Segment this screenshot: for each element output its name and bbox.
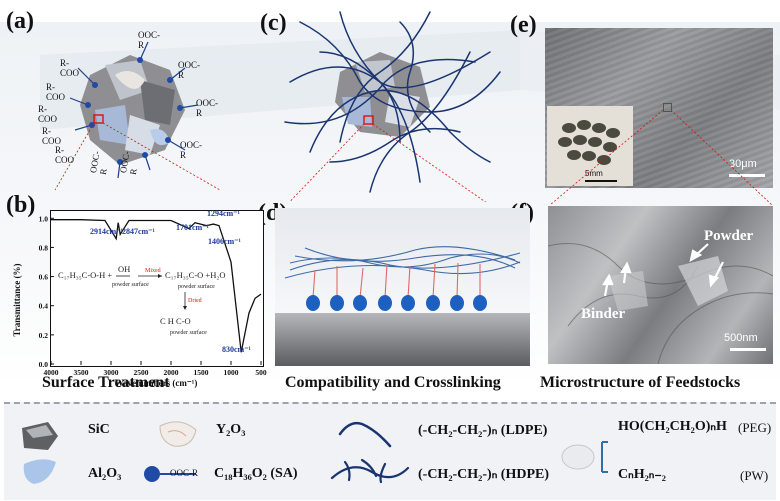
scale-bar-e [729,174,765,177]
reaction-product: C H C-O [160,316,191,326]
sa-icon [144,466,196,482]
group-label: OOC-R [178,60,200,80]
legend-sa-tag: OOC-R [170,468,199,478]
group-label: OOC-R [118,150,139,176]
reaction-surface: powder surface [112,281,149,288]
y2o3-icon [159,421,197,447]
scale-label-f: 500nm [724,332,758,344]
panel-d-interface [275,208,530,366]
zoom-box-e [663,103,672,112]
legend-ldpe: (-CH₂-CH₂-)ₙ (LDPE) [418,423,548,438]
x-tick-label: 1500 [194,368,209,377]
y-tick-label: 0.2 [39,331,49,340]
arrow-mixed-label: Mixed [145,268,161,274]
reaction-left: C₁₇H₃₅C-O-H + [58,270,112,280]
x-tick-label: 2000 [164,368,179,377]
caption-micro: Microstructure of Feedstocks [540,374,741,391]
scale-bar-f [730,348,766,351]
panel-c-network [284,11,501,202]
legend-pw: CₙH₂ₙ₋₂ [618,467,666,482]
peak-label: 1406cm⁻¹ [208,237,241,246]
ldpe-icon [338,421,392,448]
reaction-surface: powder surface [170,329,207,336]
group-label: R-COO [38,104,58,124]
legend-peg-tag: (PEG) [738,420,772,435]
legend-sa: C₁₈H₃₆O₂ (SA) [214,466,298,481]
arrow-dried-label: Dried [188,298,202,304]
legend-hdpe: (-CH₂-CH₂-)ₙ (HDPE) [418,467,549,482]
label-binder: Binder [581,306,626,322]
panel-label-c: (c) [260,10,287,36]
group-label: R-COO [60,58,80,78]
inset-scale-label: 5mm [585,169,603,178]
legend-peg: HO(CH₂CH₂O)ₙH [618,419,727,434]
group-label: R-COO [46,82,66,102]
x-tick-label: 2500 [134,368,149,377]
caption-surface: Surface Treatment [42,374,170,391]
panel-a-particle [54,41,221,191]
ftir-series-line [51,219,262,353]
x-axis-label: Wavenumbers (cm⁻¹) [115,378,198,388]
group-label: OOC-R [180,140,202,160]
al2o3-icon [23,459,56,484]
hdpe-icon [330,458,410,484]
ftir-plot-frame [50,210,264,367]
legend-box [4,402,776,500]
legend-icons [22,421,608,484]
peg-pw-icon [561,441,608,473]
x-tick-label: 4000 [44,368,59,377]
reaction-surface: powder surface [178,283,215,290]
peak-label: 1294cm⁻¹ [207,209,240,218]
y-tick-label: 0.8 [39,243,49,252]
panel-label-b: (b) [6,192,36,218]
peak-label: 2847cm⁻¹ [122,227,155,236]
group-label: R-COO [42,126,62,146]
y-axis-label: Transmittance (%) [12,263,22,336]
legend-pw-tag: (PW) [740,468,769,483]
peak-label: 830cm⁻¹ [222,345,251,354]
legend-sic: SiC [88,422,110,437]
panel-label-e: (e) [510,12,537,38]
inset-photo: 5mm [547,106,633,186]
sem-image-f: Powder Binder 500nm [548,206,773,364]
y-tick-label: 1.0 [39,214,49,223]
x-tick-label: 500 [255,368,267,377]
scale-label-e: 30μm [729,158,757,170]
panel-label-a: (a) [6,8,34,34]
group-label: R-COO [55,145,75,165]
group-label: OOC-R [88,150,109,176]
label-powder: Powder [704,228,754,244]
reaction-oh: OH [118,264,130,274]
ftir-chart: Transmittance (%) Wavenumbers (cm⁻¹) 400… [12,209,267,388]
legend-y2o3: Y₂O₃ [216,422,246,437]
y-tick-label: 0.0 [39,360,49,369]
x-tick-label: 1000 [224,368,239,377]
zoom-box-a [93,114,104,124]
group-label: OOC-R [196,98,218,118]
y-tick-label: 0.6 [39,273,49,282]
sic-icon [22,422,58,450]
caption-compat: Compatibility and Crosslinking [285,374,501,391]
substrate [275,313,530,366]
y-tick-label: 0.4 [39,302,49,311]
x-tick-label: 3500 [74,368,89,377]
x-tick-label: 3000 [104,368,119,377]
reaction-right: C₁₇H₃₅C-O +H₂O [165,270,225,280]
zoom-box-c [363,115,374,125]
peak-label: 1701cm⁻¹ [176,223,209,232]
legend-al2o3: Al₂O₃ [88,466,122,481]
particle-cluster [80,55,185,165]
inset-scale-bar [585,180,617,182]
group-label: OOC-R [138,30,160,50]
sem-image-e: 5mm 30μm [545,28,773,188]
peak-label: 2914cm⁻¹ [90,227,123,236]
